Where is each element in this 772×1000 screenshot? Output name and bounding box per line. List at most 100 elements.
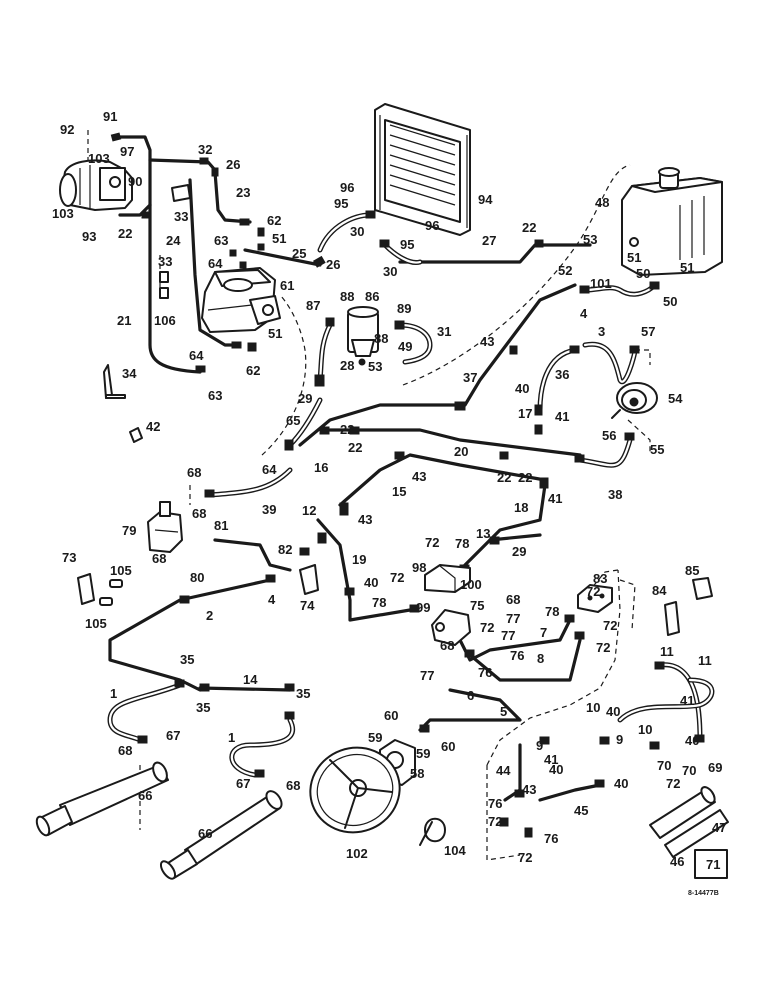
label-37: 37 xyxy=(463,370,477,385)
label-41: 41 xyxy=(680,693,694,708)
label-94: 94 xyxy=(478,192,493,207)
filter-86 xyxy=(347,306,379,366)
label-68: 68 xyxy=(440,638,454,653)
label-53: 53 xyxy=(368,359,382,374)
fittings xyxy=(110,132,705,838)
label-70: 70 xyxy=(657,758,671,773)
label-44: 44 xyxy=(496,763,511,778)
label-67: 67 xyxy=(166,728,180,743)
label-14: 14 xyxy=(243,672,258,687)
label-73: 73 xyxy=(62,550,76,565)
label-21: 21 xyxy=(117,313,131,328)
label-40: 40 xyxy=(515,381,529,396)
label-72: 72 xyxy=(488,814,502,829)
label-36: 36 xyxy=(555,367,569,382)
label-38: 38 xyxy=(608,487,622,502)
label-75: 75 xyxy=(470,598,484,613)
label-60: 60 xyxy=(384,708,398,723)
label-88: 88 xyxy=(374,331,388,346)
label-100: 100 xyxy=(460,577,482,592)
label-17: 17 xyxy=(518,406,532,421)
label-43: 43 xyxy=(412,469,426,484)
label-26: 26 xyxy=(326,257,340,272)
label-69: 69 xyxy=(708,760,722,775)
label-45: 45 xyxy=(574,803,588,818)
label-13: 13 xyxy=(476,526,490,541)
label-103: 103 xyxy=(52,206,74,221)
label-93: 93 xyxy=(82,229,96,244)
cylinder-66-right xyxy=(159,790,283,880)
label-65: 65 xyxy=(286,413,300,428)
label-40: 40 xyxy=(614,776,628,791)
label-76: 76 xyxy=(488,796,502,811)
label-62: 62 xyxy=(246,363,260,378)
label-43: 43 xyxy=(522,782,536,797)
label-87: 87 xyxy=(306,298,320,313)
label-63: 63 xyxy=(214,233,228,248)
label-77: 77 xyxy=(501,628,515,643)
label-77: 77 xyxy=(420,668,434,683)
label-30: 30 xyxy=(350,224,364,239)
cylinder-69 xyxy=(649,786,729,858)
label-95: 95 xyxy=(400,237,414,252)
label-106: 106 xyxy=(154,313,176,328)
label-103: 103 xyxy=(88,151,110,166)
label-33: 33 xyxy=(158,254,172,269)
label-15: 15 xyxy=(392,484,406,499)
label-66: 66 xyxy=(198,826,212,841)
label-86: 86 xyxy=(365,289,379,304)
label-81: 81 xyxy=(214,518,228,533)
label-66: 66 xyxy=(138,788,152,803)
label-72: 72 xyxy=(390,570,404,585)
label-55: 55 xyxy=(650,442,664,457)
label-46: 46 xyxy=(670,854,684,869)
label-72: 72 xyxy=(603,618,617,633)
label-105: 105 xyxy=(85,616,107,631)
label-101: 101 xyxy=(590,276,612,291)
label-78: 78 xyxy=(372,595,386,610)
label-51: 51 xyxy=(627,250,641,265)
label-11: 11 xyxy=(660,644,674,659)
label-60: 60 xyxy=(441,739,455,754)
label-48: 48 xyxy=(595,195,609,210)
label-80: 80 xyxy=(190,570,204,585)
label-102: 102 xyxy=(346,846,368,861)
label-9: 9 xyxy=(536,738,543,753)
label-67: 67 xyxy=(236,776,250,791)
label-64: 64 xyxy=(208,256,223,271)
bracket-33 xyxy=(159,184,191,299)
label-22: 22 xyxy=(518,470,532,485)
label-72: 72 xyxy=(518,850,532,865)
label-10: 10 xyxy=(638,722,652,737)
label-51: 51 xyxy=(272,231,286,246)
label-68: 68 xyxy=(506,592,520,607)
label-98: 98 xyxy=(412,560,426,575)
label-1: 1 xyxy=(228,730,235,745)
label-23: 23 xyxy=(236,185,250,200)
label-29: 29 xyxy=(298,391,312,406)
label-58: 58 xyxy=(410,766,424,781)
label-57: 57 xyxy=(641,324,655,339)
label-2: 2 xyxy=(206,608,213,623)
label-39: 39 xyxy=(262,502,276,517)
valve-block-61 xyxy=(201,267,281,333)
label-79: 79 xyxy=(122,523,136,538)
label-41: 41 xyxy=(555,409,569,424)
label-22: 22 xyxy=(497,470,511,485)
label-4: 4 xyxy=(580,306,588,321)
label-74: 74 xyxy=(300,598,315,613)
label-35: 35 xyxy=(180,652,194,667)
label-18: 18 xyxy=(514,500,528,515)
label-72: 72 xyxy=(425,535,439,550)
label-56: 56 xyxy=(602,428,616,443)
label-85: 85 xyxy=(685,563,699,578)
label-19: 19 xyxy=(352,552,366,567)
label-27: 27 xyxy=(482,233,496,248)
label-78: 78 xyxy=(455,536,469,551)
bracket-83 xyxy=(577,584,613,613)
label-68: 68 xyxy=(286,778,300,793)
label-12: 12 xyxy=(302,503,316,518)
label-62: 62 xyxy=(267,213,281,228)
label-82: 82 xyxy=(278,542,292,557)
